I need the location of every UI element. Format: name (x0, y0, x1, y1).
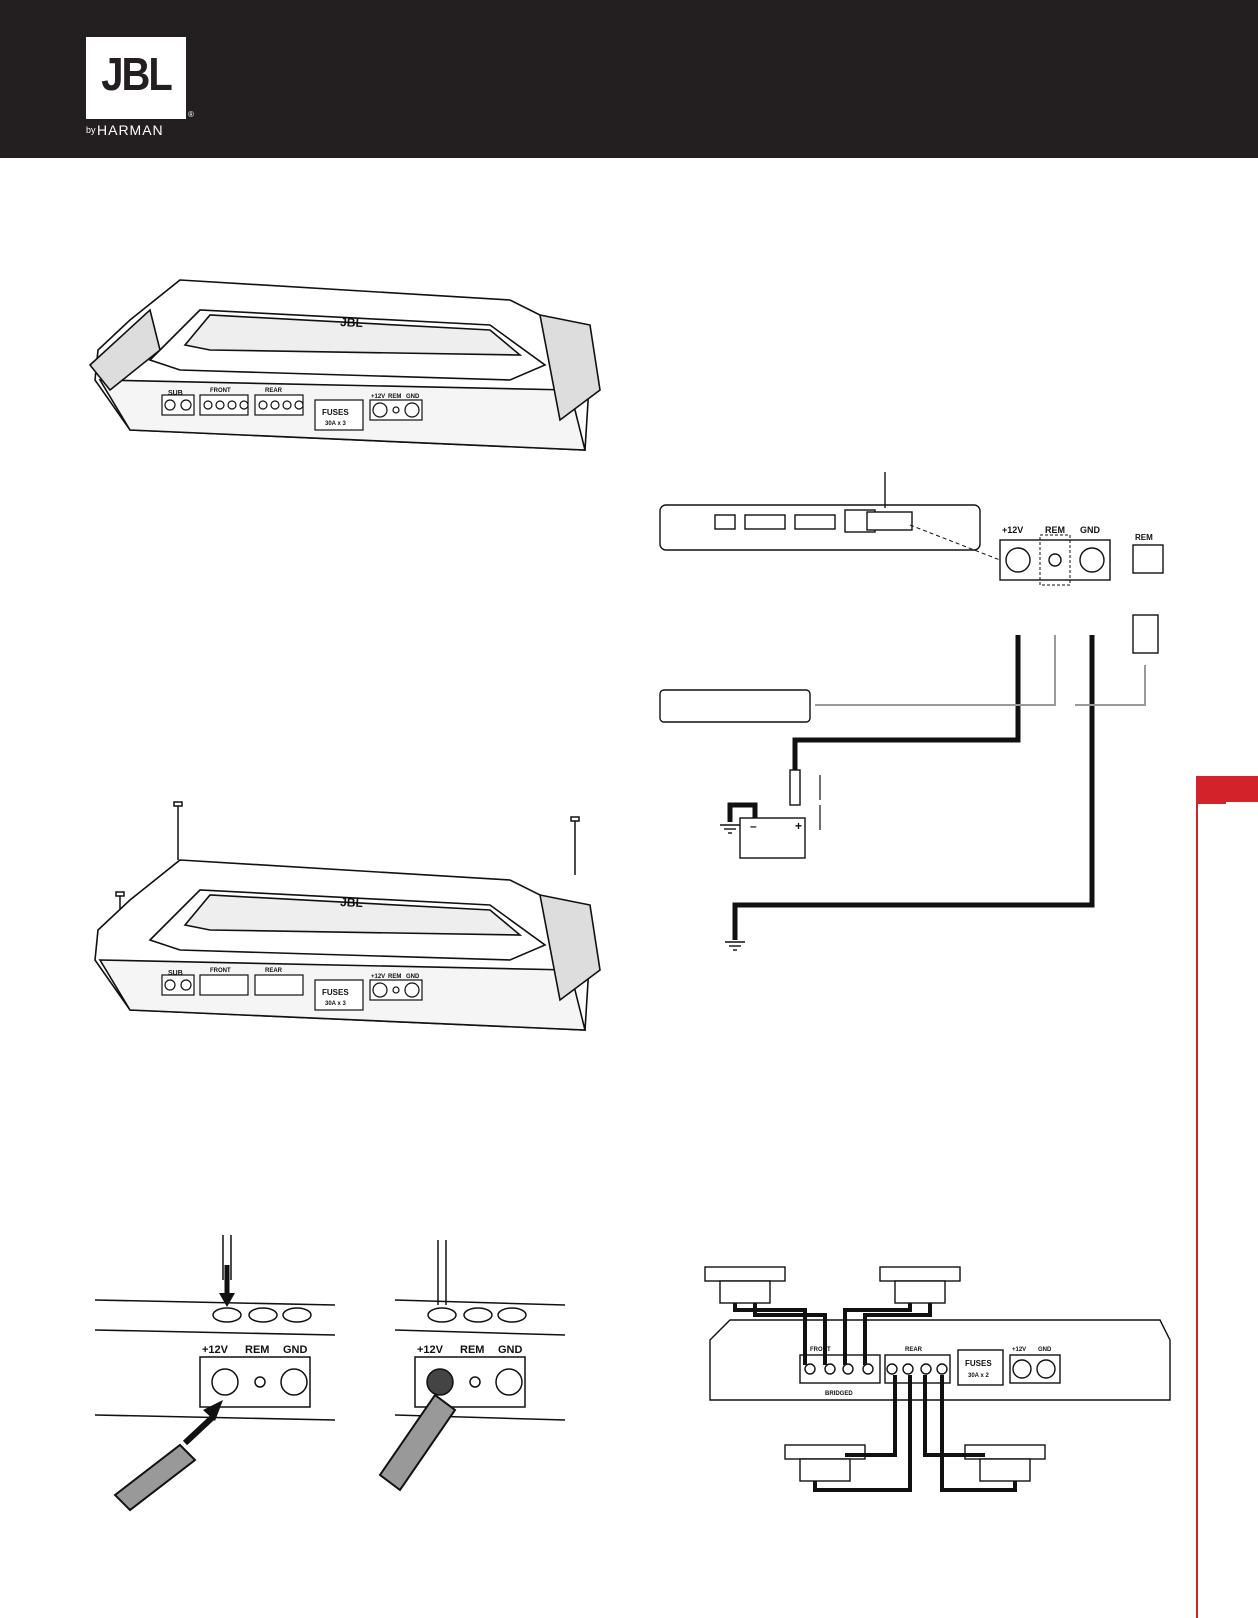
amp-fuses-label: FUSES (322, 408, 349, 417)
speaker-fuse-rating: 30A x 2 (968, 1373, 989, 1379)
rem-connector-label: REM (1135, 533, 1153, 542)
amp2-fuse-rating: 30A x 3 (325, 1001, 346, 1007)
section-rule-horizontal (1196, 802, 1226, 804)
section-rule-vertical (1196, 802, 1198, 1618)
amp-top-logo: JBL (340, 315, 363, 330)
amp2-fuses-label: FUSES (322, 988, 349, 997)
wiring-gnd-label: GND (1080, 525, 1101, 535)
registered-mark: ® (188, 110, 194, 119)
amp2-rem-label: REM (388, 974, 401, 980)
amp-rear-label: REAR (265, 388, 283, 394)
terminal-rem-label: REM (245, 1344, 269, 1356)
amplifier-mounting-illustration: JBL SUB FRONT REAR FUSES 30A x 3 +12V RE… (94, 801, 601, 1031)
by-label: by (86, 125, 96, 135)
speaker-bridged-label: BRIDGED (825, 1391, 853, 1397)
amp2-12v-label: +12V (371, 974, 385, 980)
amp-sub-label: SUB (168, 390, 183, 397)
terminal2-gnd-label: GND (498, 1344, 523, 1356)
amp-fuse-rating: 30A x 3 (325, 421, 346, 427)
wiring-rem-label: REM (1045, 525, 1065, 535)
amp-gnd-label: GND (406, 394, 420, 400)
speaker-wiring-diagram: FUSES 30A x 2 FRONT REAR BRIDGED +12V GN… (704, 1266, 1171, 1492)
amp-rem-label: REM (388, 394, 401, 400)
power-wiring-diagram: +12V REM GND REM + – (659, 472, 1164, 951)
speaker-rear-label: REAR (905, 1347, 923, 1353)
harman-logo: HARMAN (97, 122, 164, 138)
page-header: JBL ® by HARMAN (0, 0, 1258, 158)
speaker-front-label: FRONT (810, 1347, 831, 1353)
section-tab (1196, 776, 1258, 802)
amp-front-label: FRONT (210, 388, 231, 394)
amp2-sub-label: SUB (168, 970, 183, 977)
jbl-logo: JBL (86, 37, 186, 119)
amp2-top-logo: JBL (340, 895, 363, 910)
speaker-fuses-label: FUSES (965, 1359, 992, 1368)
amplifier-illustration: JBL SUB FRONT REAR FUSES 30A x 3 +12V RE… (88, 279, 601, 451)
speaker-12v-label: +12V (1012, 1347, 1026, 1353)
power-terminal-illustration: +12V REM GND +12V REM GND (94, 1235, 566, 1512)
terminal2-rem-label: REM (460, 1344, 484, 1356)
speaker-gnd-label: GND (1038, 1347, 1052, 1353)
terminal-gnd-label: GND (283, 1344, 308, 1356)
jbl-logo-text: JBL (101, 49, 173, 101)
amp2-front-label: FRONT (210, 968, 231, 974)
terminal-12v-label: +12V (202, 1344, 229, 1356)
amp2-gnd-label: GND (406, 974, 420, 980)
battery-plus: + (795, 819, 802, 833)
amp2-rear-label: REAR (265, 968, 283, 974)
battery-minus: – (750, 819, 757, 833)
terminal2-12v-label: +12V (417, 1344, 444, 1356)
wiring-12v-label: +12V (1002, 525, 1023, 535)
amp-12v-label: +12V (371, 394, 385, 400)
